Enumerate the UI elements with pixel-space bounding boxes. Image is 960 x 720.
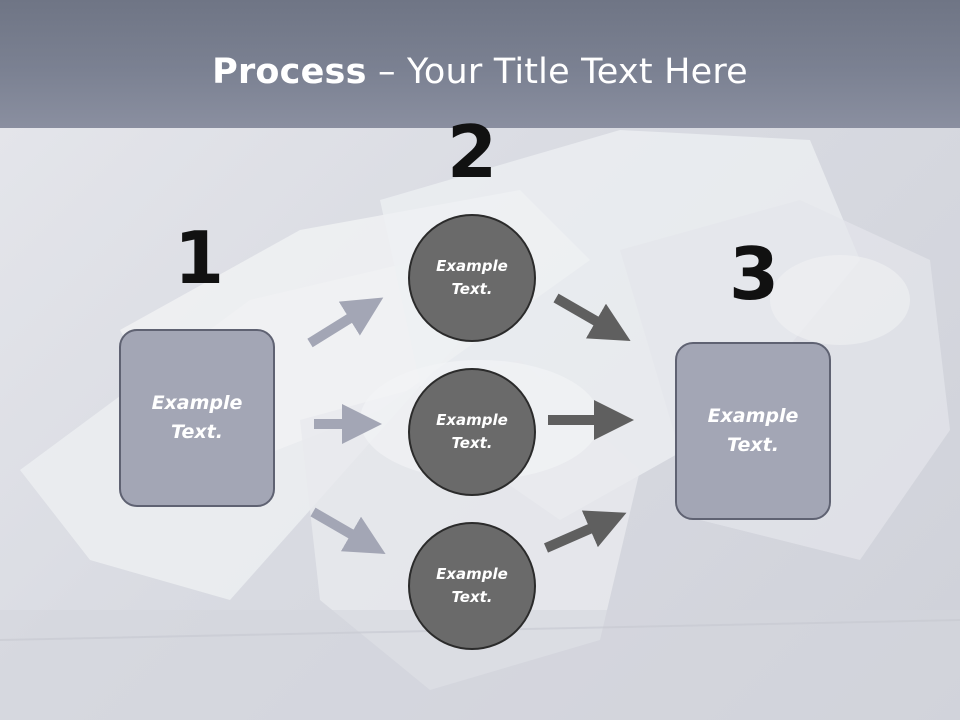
arrow-1-to-top — [307, 297, 384, 348]
step-3-box: Example Text. — [675, 342, 831, 520]
node-bottom-label: Example Text. — [436, 565, 508, 606]
node-circle-top: Example Text. — [408, 214, 536, 342]
arrow-bottom-to-3 — [543, 510, 627, 553]
arrow-top-to-3 — [553, 293, 631, 341]
node-circle-middle: Example Text. — [408, 368, 536, 496]
step-number-1: 1 — [173, 216, 225, 300]
step-1-box: Example Text. — [119, 329, 275, 507]
node-top-label: Example Text. — [436, 257, 508, 298]
slide-title: Process – Your Title Text Here — [0, 52, 960, 92]
step-3-label: Example Text. — [707, 405, 799, 456]
title-rest: – Your Title Text Here — [366, 52, 748, 92]
title-band — [0, 0, 960, 128]
node-circle-bottom: Example Text. — [408, 522, 536, 650]
step-number-3: 3 — [728, 232, 780, 316]
title-bold: Process — [212, 52, 367, 92]
arrow-1-to-bottom — [310, 507, 386, 555]
node-middle-label: Example Text. — [436, 411, 508, 452]
step-number-2: 2 — [446, 110, 498, 194]
step-1-label: Example Text. — [151, 392, 243, 443]
